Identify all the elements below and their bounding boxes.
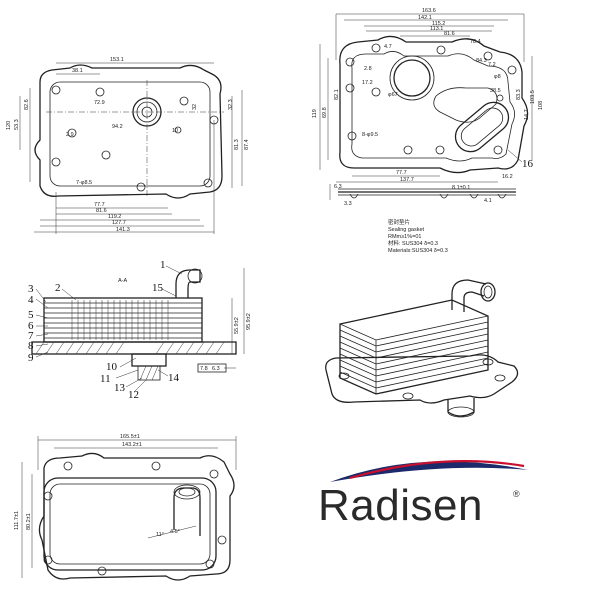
dim-label: 32.3 xyxy=(228,99,234,110)
note-line-3: RMm≥1%=01 xyxy=(388,234,421,240)
registered-mark: ® xyxy=(513,489,520,499)
callout-1: 1 xyxy=(160,259,166,271)
dim-label: 7-φ8.5 xyxy=(76,180,92,186)
section-view: A-A 55.9±2 95.9±2 7.8 6.3 xyxy=(28,259,252,401)
dim-label: 38.1 xyxy=(72,68,83,74)
dim-label: 38.5 xyxy=(490,88,501,94)
isometric-view xyxy=(325,279,519,418)
dim-label: 78.4 xyxy=(470,39,481,45)
logo-swoosh-red xyxy=(349,460,525,480)
dim-label: 120 xyxy=(6,121,12,130)
dim-label: 8.1±0.1 xyxy=(452,185,470,191)
dim-label: 7.2 xyxy=(488,62,496,68)
dim-label: 8-φ9.5 xyxy=(362,132,378,138)
dim-label: 77.7 xyxy=(94,202,105,208)
callout-5: 5 xyxy=(28,309,34,321)
dim-label: 81.6 xyxy=(444,31,455,37)
note-line-5: Materials:SUS304 δ=0.3 xyxy=(388,248,448,254)
dim-label: 83.3 xyxy=(516,89,522,100)
callout-13: 13 xyxy=(114,382,126,394)
callout-11: 11 xyxy=(100,373,111,385)
dim-label: 113.1 xyxy=(430,26,443,32)
dim-label: 17.2 xyxy=(362,80,373,86)
dim-label: 108 xyxy=(538,101,544,110)
dim-label: 6.3 xyxy=(334,184,342,190)
bottom-view: 165.5±1 143.2±1 111.7±1 80.2±1 11° 4.5° xyxy=(14,434,237,581)
brand-name: Radisen xyxy=(318,481,483,530)
top-right-view: 163.6 142.1 115.2 113.1 81.6 78.4 4.7 7.… xyxy=(312,8,544,254)
dim-label: 69.8 xyxy=(322,107,328,118)
dim-label: 165.5±1 xyxy=(120,434,140,440)
callout-10: 10 xyxy=(106,361,118,373)
dim-label: 141.3 xyxy=(116,227,130,233)
dim-label: 4.5° xyxy=(170,529,180,535)
dim-label: 94.2 xyxy=(112,124,123,130)
dim-label: 82.1 xyxy=(334,89,340,100)
note-line-4: 材料: SUS304 δ=0.3 xyxy=(388,239,438,247)
dim-label: 137.7 xyxy=(400,177,414,183)
dim-label: 95.9±2 xyxy=(246,313,252,330)
callout-15: 15 xyxy=(152,282,164,294)
top-left-view: 153.1 38.1 120 82.6 53.3 72.9 2.9 94.2 1… xyxy=(6,57,250,234)
dim-label: 72.9 xyxy=(94,100,105,106)
dim-label: 11° xyxy=(156,532,164,538)
dim-label: 53.3 xyxy=(14,119,20,130)
callout-4: 4 xyxy=(28,294,34,306)
logo-swoosh-dark xyxy=(330,461,528,482)
callout-16: 16 xyxy=(522,158,534,170)
dim-label: 119 xyxy=(312,109,318,118)
dim-label: 127.7 xyxy=(112,220,126,226)
dim-label: 7.8 xyxy=(200,366,208,372)
callout-12: 12 xyxy=(128,389,139,401)
dim-label: 82.6 xyxy=(24,99,30,110)
dim-label: 10 xyxy=(172,128,178,134)
dim-label: 81.6 xyxy=(96,208,107,214)
dim-label: 111.7±1 xyxy=(14,511,20,530)
callout-7: 7 xyxy=(28,330,34,342)
section-title: A-A xyxy=(118,278,128,284)
dim-label: φ67 xyxy=(388,92,398,98)
note-line-2: Sealing gasket xyxy=(388,227,425,233)
dim-label: 87.4 xyxy=(244,139,250,150)
dim-label: 163.6 xyxy=(422,8,436,14)
dim-label: 77.7 xyxy=(396,170,407,176)
dim-label: 81.3 xyxy=(234,139,240,150)
dim-label: 4.1 xyxy=(484,198,492,204)
dim-label: 3.3 xyxy=(344,201,352,207)
dim-label: 84.3 xyxy=(476,58,487,64)
callout-2: 2 xyxy=(55,282,61,294)
dim-label: 142.1 xyxy=(418,15,432,21)
dim-label: 2.8 xyxy=(364,66,372,72)
dim-label: 153.1 xyxy=(110,57,124,63)
dim-label: 143.2±1 xyxy=(122,442,142,448)
callout-3: 3 xyxy=(28,283,34,295)
dim-label: 16.2 xyxy=(502,174,513,180)
callout-8: 8 xyxy=(28,340,34,352)
dim-label: 119.2 xyxy=(108,214,121,220)
dim-label: 115.2 xyxy=(432,21,445,27)
dim-label: 2.9 xyxy=(66,132,74,138)
dim-label: 80.2±1 xyxy=(26,513,32,530)
dim-label: 6.3 xyxy=(212,366,220,372)
note-line-1: 密封垫片 xyxy=(388,218,410,226)
dim-label: φ8 xyxy=(494,74,501,80)
dim-label: 103.5 xyxy=(530,90,536,104)
dim-label: 55.9±2 xyxy=(234,317,240,334)
callout-6: 6 xyxy=(28,320,34,332)
callout-14: 14 xyxy=(168,372,180,384)
brand-logo xyxy=(330,460,528,482)
callout-9: 9 xyxy=(28,352,34,364)
dim-label: 14.7 xyxy=(524,109,530,120)
dim-label: 4.7 xyxy=(384,44,392,50)
dim-label: 32 xyxy=(192,104,198,110)
